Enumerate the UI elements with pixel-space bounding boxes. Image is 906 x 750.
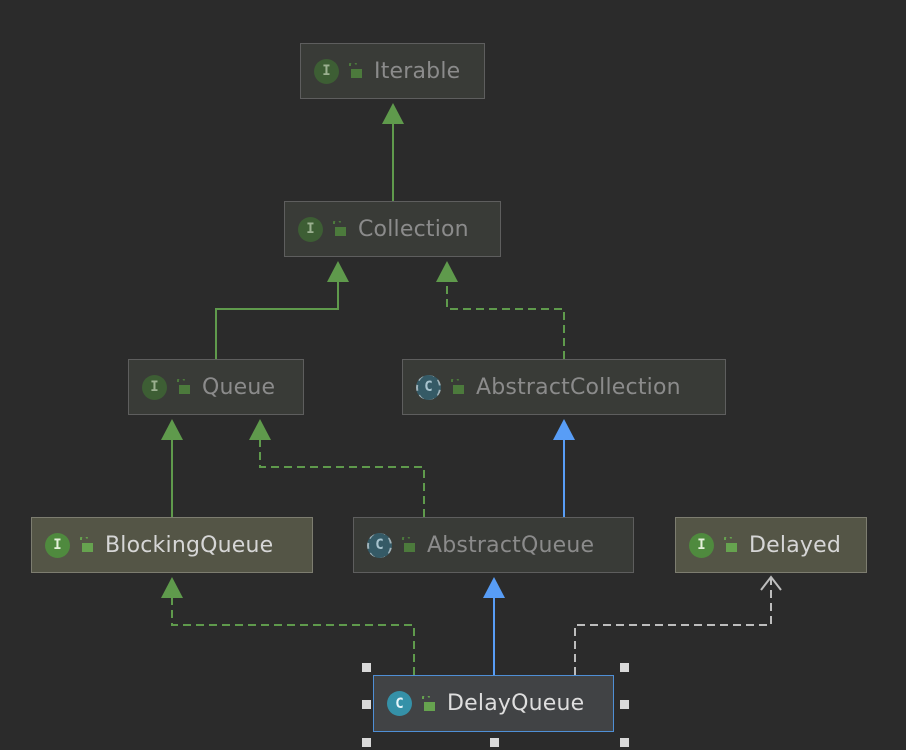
public-lock-icon <box>177 379 190 394</box>
interface-icon: I <box>298 216 323 242</box>
arrowhead-icon <box>436 261 458 282</box>
resize-handle-top-left[interactable] <box>362 663 371 672</box>
node-delayed[interactable]: I Delayed <box>675 517 867 573</box>
node-abstractcollection[interactable]: C AbstractCollection <box>402 359 726 415</box>
resize-handle-bottom-right[interactable] <box>620 738 629 747</box>
edge-blockingqueue-to-queue <box>161 419 183 517</box>
arrowhead-icon <box>327 261 349 282</box>
node-label: DelayQueue <box>447 691 585 716</box>
edge-delayqueue-to-delayed <box>574 575 782 675</box>
node-label: Collection <box>358 216 469 242</box>
interface-icon: I <box>314 58 339 84</box>
arrowhead-icon <box>553 419 575 440</box>
edge-collection-to-iterable <box>382 103 404 201</box>
arrowhead-icon <box>161 577 183 598</box>
node-label: Iterable <box>374 58 461 84</box>
public-lock-icon <box>724 537 737 552</box>
arrowhead-icon <box>382 103 404 124</box>
public-lock-icon <box>451 379 464 394</box>
node-label: Delayed <box>749 532 841 558</box>
node-label: BlockingQueue <box>105 532 274 558</box>
class-icon: C <box>387 691 412 716</box>
resize-handle-top-right[interactable] <box>620 663 629 672</box>
interface-icon: I <box>689 532 714 558</box>
arrowhead-icon <box>161 419 183 440</box>
open-arrowhead-icon <box>760 575 782 591</box>
node-label: AbstractCollection <box>476 374 681 400</box>
public-lock-icon <box>333 221 346 236</box>
node-queue[interactable]: I Queue <box>128 359 304 415</box>
public-lock-icon <box>349 63 362 78</box>
edge-queue-to-collection <box>215 261 349 359</box>
edge-delayqueue-to-blockingqueue <box>161 577 415 675</box>
resize-handle-middle-right[interactable] <box>620 700 629 709</box>
node-blockingqueue[interactable]: I BlockingQueue <box>31 517 313 573</box>
node-delayqueue[interactable]: C DelayQueue <box>373 675 614 732</box>
edge-delayqueue-to-abstractqueue <box>483 577 505 675</box>
resize-handle-bottom-left[interactable] <box>362 738 371 747</box>
resize-handle-bottom-center[interactable] <box>490 738 499 747</box>
abstract-class-icon: C <box>367 532 392 558</box>
edge-abstractqueue-to-abstractcollection <box>553 419 575 517</box>
edge-abstractqueue-to-queue <box>249 419 425 517</box>
public-lock-icon <box>80 537 93 552</box>
resize-handle-middle-left[interactable] <box>362 700 371 709</box>
node-collection[interactable]: I Collection <box>284 201 501 257</box>
node-label: Queue <box>202 374 276 400</box>
edge-abstractcollection-to-collection <box>436 261 565 359</box>
node-abstractqueue[interactable]: C AbstractQueue <box>353 517 634 573</box>
node-label: AbstractQueue <box>427 532 595 558</box>
abstract-class-icon: C <box>416 374 441 400</box>
arrowhead-icon <box>249 419 271 440</box>
interface-icon: I <box>142 374 167 400</box>
interface-icon: I <box>45 532 70 558</box>
public-lock-icon <box>422 695 435 711</box>
node-iterable[interactable]: I Iterable <box>300 43 485 99</box>
arrowhead-icon <box>483 577 505 598</box>
public-lock-icon <box>402 537 415 552</box>
